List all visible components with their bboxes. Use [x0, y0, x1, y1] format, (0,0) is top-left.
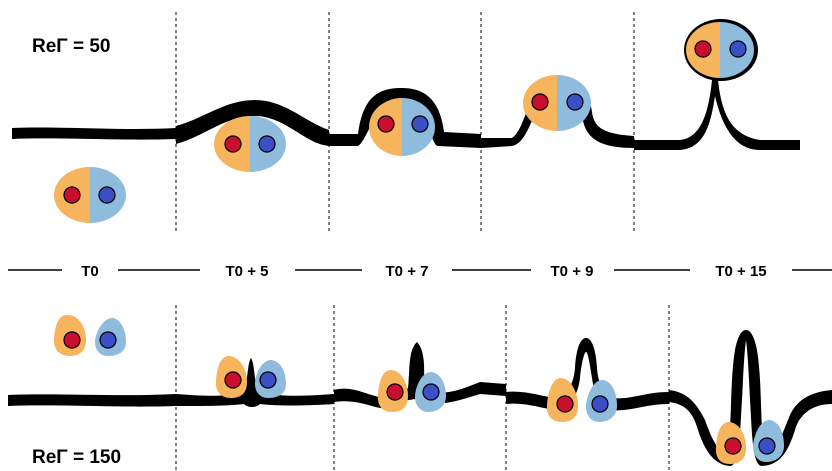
- blue-core-icon: [758, 437, 776, 455]
- red-core-icon: [694, 40, 712, 58]
- separators-bottom: [175, 305, 670, 471]
- red-core-icon: [224, 135, 242, 153]
- interface-top-panel-2: [176, 100, 329, 146]
- interface-bottom-panel-5: [669, 330, 832, 466]
- blue-core-icon: [422, 383, 440, 401]
- red-core-icon: [386, 383, 404, 401]
- vortex-pair-bottom-5: [715, 419, 784, 464]
- interface-top: [12, 80, 800, 150]
- interface-top-panel-3: [329, 88, 481, 148]
- blue-core-icon: [411, 115, 429, 133]
- red-core-icon: [63, 186, 81, 204]
- vortex-pair-top-4: [523, 75, 591, 131]
- reynolds-label-top: ReΓ = 50: [32, 36, 111, 57]
- separators-top: [175, 12, 635, 232]
- blue-core-icon: [258, 135, 276, 153]
- blue-core-icon: [259, 371, 277, 389]
- timeline: T0 T0 + 5 T0 + 7 T0 + 9 T0 + 15: [8, 263, 832, 280]
- vortex-pair-bottom-2: [215, 356, 286, 398]
- blue-core-icon: [99, 331, 117, 349]
- blue-core-icon: [98, 186, 116, 204]
- time-label-1: T0 + 5: [226, 263, 269, 280]
- interface-top-panel-4: [481, 82, 634, 148]
- interface-bottom-panel-2: [176, 358, 334, 407]
- vortex-pair-top-5: [684, 19, 758, 81]
- interface-bottom-panel-4: [506, 338, 669, 411]
- interface-bottom-panel-1: [8, 394, 176, 407]
- time-label-0: T0: [81, 263, 99, 280]
- vortex-pair-top-1: [54, 167, 126, 223]
- blue-core-icon: [729, 40, 747, 58]
- red-core-icon: [531, 93, 549, 111]
- interface-top-panel-1: [12, 127, 176, 140]
- red-core-icon: [724, 437, 742, 455]
- reynolds-label-bottom: ReΓ = 150: [32, 447, 121, 468]
- vortex-pair-top-2: [214, 116, 286, 172]
- vortex-pair-bottom-1: [53, 314, 126, 356]
- interface-bottom: [8, 330, 832, 466]
- vortex-pair-bottom-3: [377, 370, 446, 412]
- time-label-2: T0 + 7: [386, 263, 429, 280]
- time-label-4: T0 + 15: [715, 263, 766, 280]
- vortex-pair-bottom-4: [546, 378, 617, 422]
- blue-core-icon: [591, 395, 609, 413]
- red-core-icon: [377, 115, 395, 133]
- red-core-icon: [556, 395, 574, 413]
- red-core-icon: [63, 331, 81, 349]
- interface-top-panel-5: [634, 80, 800, 150]
- vortex-pair-top-3: [369, 98, 435, 156]
- interface-bottom-panel-3: [334, 342, 506, 409]
- blue-core-icon: [566, 93, 584, 111]
- red-core-icon: [224, 371, 242, 389]
- time-label-3: T0 + 9: [551, 263, 594, 280]
